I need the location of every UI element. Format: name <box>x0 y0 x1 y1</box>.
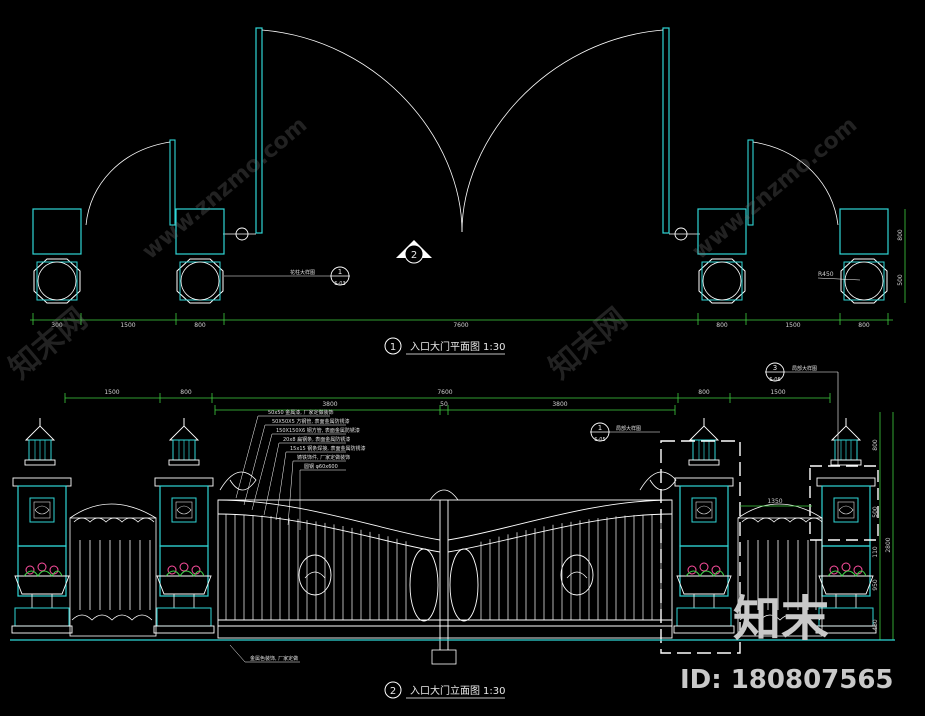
left-swing-arc <box>261 29 463 233</box>
elev-right-dim-3: 110 <box>872 546 879 558</box>
elev-top-dim-2: 800 <box>180 389 192 396</box>
right-gate-leaf <box>662 27 670 234</box>
left-side-gate <box>69 503 157 637</box>
detail-callout-3: 3 S-06 局部大样图 <box>764 362 879 541</box>
elev-callout-3-number: 3 <box>773 364 777 372</box>
elev-top-dim-4: 800 <box>698 389 710 396</box>
brand-mark: 知末 ID: 180807565 <box>680 591 894 695</box>
watermark-cn-left: 知末网 <box>3 301 94 386</box>
elev-title: 入口大门立面图 <box>410 684 480 697</box>
plan-callout-number: 1 <box>338 268 342 276</box>
plan-dim-5: 800 <box>716 322 728 329</box>
plan-title: 入口大门平面图 <box>410 340 480 353</box>
plan-dim-3: 800 <box>194 322 206 329</box>
elev-callout-3-text: 局部大样图 <box>792 365 817 372</box>
detail-callout-1: 1 S-05 局部大样图 <box>589 422 741 654</box>
elev-callout-1-text: 局部大样图 <box>616 425 641 432</box>
plan-scale: 1:30 <box>483 342 505 353</box>
main-gate-bars <box>225 514 662 620</box>
plan-callout-ref: S-03 <box>334 281 345 287</box>
material-note-5: 15x15 钢条焊接, 表面金属防锈漆 <box>290 445 365 452</box>
plan-right-dim-1: 800 <box>897 229 904 241</box>
elevation-view: 1500 800 7600 800 1500 3800 50 3800 <box>10 362 895 699</box>
material-note-3: 150X150X6 钢方管, 表面金属防锈漆 <box>276 427 360 434</box>
elev-right-dim-6: 480 <box>872 619 879 631</box>
plan-radius-label: R450 <box>818 271 834 278</box>
watermark-url-right: www.znzmo.com <box>688 113 862 265</box>
left-gate-leaf <box>255 27 263 234</box>
elev-top-dim-1: 1500 <box>104 389 119 396</box>
material-note-4: 20x8 扁钢条, 表面金属防锈漆 <box>283 436 350 443</box>
plan-dim-7: 800 <box>858 322 870 329</box>
material-note-7: 圆钢 φ60x600 <box>304 463 338 470</box>
right-side-gate <box>737 503 823 637</box>
brand-id: ID: 180807565 <box>680 665 894 695</box>
plan-view: 300 1500 800 7600 800 1500 800 800 500 R… <box>30 27 906 355</box>
elev-right-dim-5: 2800 <box>885 537 892 552</box>
elev-inner-dim-2: 50 <box>440 401 448 408</box>
elev-scale: 1:30 <box>483 686 505 697</box>
material-note-6: 铸铁饰件, 厂家定做装饰 <box>297 454 350 461</box>
material-note-1: 50x50 金属漆, 厂家定做装饰 <box>268 409 333 416</box>
elev-top-dim-5: 1500 <box>770 389 785 396</box>
elev-callout-1-number: 1 <box>598 424 602 432</box>
elev-bottom-note: 金属色装饰, 厂家定做 <box>250 655 298 662</box>
material-note-2: 50X50X5 方钢管, 表面金属防锈漆 <box>272 418 350 425</box>
elev-callout-3-ref: S-06 <box>769 377 780 383</box>
section-marker: 2 <box>396 240 432 264</box>
plan-dim-1: 300 <box>51 322 63 329</box>
plan-title-number: 1 <box>390 342 396 353</box>
plan-dim-2: 1500 <box>120 322 135 329</box>
plan-callout-text: 花柱大样图 <box>290 269 315 276</box>
elev-title-number: 2 <box>390 686 396 697</box>
elev-top-dim-3: 7600 <box>437 389 452 396</box>
plan-right-dim-2: 500 <box>897 274 904 286</box>
elev-right-dim-2: 500 <box>872 506 879 518</box>
watermark-cn-right: 知末网 <box>543 301 634 386</box>
plan-dim-6: 1500 <box>785 322 800 329</box>
main-gate <box>217 471 677 665</box>
elev-right-dim-1: 800 <box>872 439 879 451</box>
plan-dim-4: 7600 <box>453 322 468 329</box>
section-marker-number: 2 <box>411 250 417 261</box>
elev-callout-1-ref: S-05 <box>594 437 605 443</box>
elev-inner-dim-3: 3800 <box>552 401 567 408</box>
elev-inner-dim-1: 3800 <box>322 401 337 408</box>
right-swing-arc <box>461 29 664 233</box>
brand-logo: 知末 <box>733 591 829 647</box>
watermark-url-left: www.znzmo.com <box>138 113 312 265</box>
elev-right-dim-4: 950 <box>872 579 879 591</box>
elev-side-dim: 1350 <box>767 498 782 505</box>
